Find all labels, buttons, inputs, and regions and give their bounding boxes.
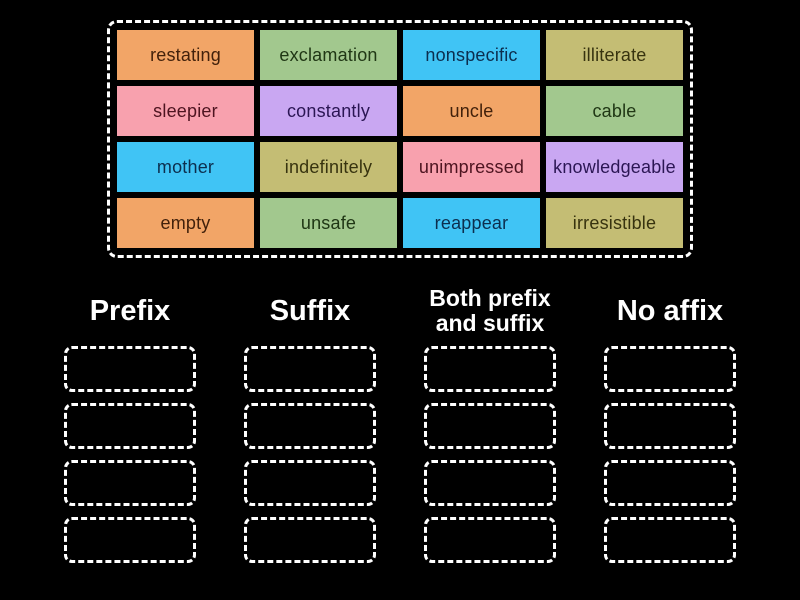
category-column-no-affix: No affix xyxy=(604,282,736,563)
word-tile-unsafe[interactable]: unsafe xyxy=(260,198,397,248)
drop-slot-suffix-1[interactable] xyxy=(244,346,376,392)
word-tile-restating[interactable]: restating xyxy=(117,30,254,80)
drop-slot-no-affix-1[interactable] xyxy=(604,346,736,392)
drop-slot-prefix-4[interactable] xyxy=(64,517,196,563)
drop-slot-no-affix-4[interactable] xyxy=(604,517,736,563)
word-tile-mother[interactable]: mother xyxy=(117,142,254,192)
word-tile-exclamation[interactable]: exclamation xyxy=(260,30,397,80)
word-tile-illiterate[interactable]: illiterate xyxy=(546,30,683,80)
drop-slot-suffix-3[interactable] xyxy=(244,460,376,506)
drop-slot-both-prefix-and-suffix-3[interactable] xyxy=(424,460,556,506)
word-tile-unimpressed[interactable]: unimpressed xyxy=(403,142,540,192)
word-tile-reappear[interactable]: reappear xyxy=(403,198,540,248)
word-tile-empty[interactable]: empty xyxy=(117,198,254,248)
category-label-no-affix: No affix xyxy=(616,294,724,327)
drop-slot-both-prefix-and-suffix-2[interactable] xyxy=(424,403,556,449)
word-tile-cable[interactable]: cable xyxy=(546,86,683,136)
word-tile-uncle[interactable]: uncle xyxy=(403,86,540,136)
category-label-suffix: Suffix xyxy=(269,294,351,327)
word-tile-indefinitely[interactable]: indefinitely xyxy=(260,142,397,192)
word-tile-knowledgeable[interactable]: knowledgeable xyxy=(546,142,683,192)
word-tile-nonspecific[interactable]: nonspecific xyxy=(403,30,540,80)
drop-slot-no-affix-3[interactable] xyxy=(604,460,736,506)
drop-slot-both-prefix-and-suffix-1[interactable] xyxy=(424,346,556,392)
category-label-both-prefix-and-suffix: Both prefix and suffix xyxy=(429,284,551,336)
category-column-suffix: Suffix xyxy=(244,282,376,563)
drop-slot-no-affix-2[interactable] xyxy=(604,403,736,449)
drop-slot-suffix-4[interactable] xyxy=(244,517,376,563)
word-tile-irresistible[interactable]: irresistible xyxy=(546,198,683,248)
drop-slot-suffix-2[interactable] xyxy=(244,403,376,449)
drop-slot-prefix-2[interactable] xyxy=(64,403,196,449)
drop-slot-both-prefix-and-suffix-4[interactable] xyxy=(424,517,556,563)
category-label-prefix: Prefix xyxy=(89,294,171,327)
category-column-prefix: Prefix xyxy=(64,282,196,563)
drop-slot-prefix-1[interactable] xyxy=(64,346,196,392)
word-tile-constantly[interactable]: constantly xyxy=(260,86,397,136)
drop-slot-prefix-3[interactable] xyxy=(64,460,196,506)
category-columns: Prefix Suffix Both prefix and suffix No aff… xyxy=(0,282,800,563)
word-tile-sleepier[interactable]: sleepier xyxy=(117,86,254,136)
category-column-both-prefix-and-suffix: Both prefix and suffix xyxy=(424,282,556,563)
